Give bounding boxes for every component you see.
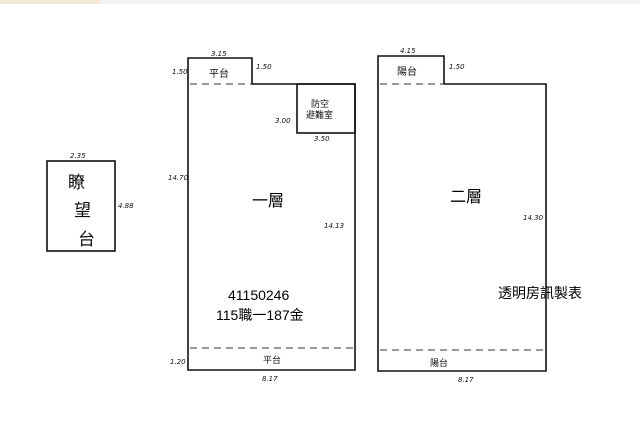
watchtower-outline <box>46 160 116 252</box>
floor-2-balcony-height-dim: 1.50 <box>449 63 465 71</box>
floor-2-outline <box>377 55 547 372</box>
watchtower-label-char-3: 台 <box>78 230 95 250</box>
case-number: 41150246 <box>228 287 289 303</box>
floor-1-platform-right-dim: 1.50 <box>256 63 272 71</box>
watchtower-label-char-2: 望 <box>74 201 91 221</box>
credit-text: 透明房訊製表 <box>498 285 582 301</box>
floor-1-platform-left-dim: 1.50 <box>172 68 188 76</box>
floor-1-bottom-height-dim: 1.20 <box>170 358 186 366</box>
floor-1-right-height-dim: 14.13 <box>324 222 344 230</box>
floor-2-balcony-top-label: 陽台 <box>397 65 417 78</box>
floor-2-bottom-width-dim: 8.17 <box>458 376 474 384</box>
floor-1-shelter-height-dim: 3.00 <box>275 117 291 125</box>
floor-1-shelter-room <box>296 83 356 134</box>
watchtower: 2.35 4.88 瞭 望 台 <box>46 152 134 252</box>
floor-1-shelter-label-1: 防空 <box>311 98 329 110</box>
floor-1-label: 一層 <box>252 191 284 210</box>
floor-2-balcony-width-dim: 4.15 <box>400 47 416 55</box>
floor-1-outline <box>187 57 356 371</box>
floor-1-bottom-width-dim: 8.17 <box>262 375 278 383</box>
watchtower-width-dim: 2.35 <box>70 152 86 160</box>
floor-2-label: 二層 <box>450 187 482 206</box>
floor-1-shelter-label-2: 避難室 <box>306 109 333 121</box>
watchtower-height-dim: 4.88 <box>118 202 134 210</box>
floor-1-plan: 平台 3.15 1.50 1.50 防空 避難室 3.00 3.50 14.70… <box>168 50 356 383</box>
top-bar <box>0 0 640 4</box>
floor-1-left-height-dim: 14.70 <box>168 174 189 182</box>
floor-2-right-height-dim: 14.30 <box>523 214 544 222</box>
floor-1-shelter-width-dim: 3.50 <box>314 135 330 143</box>
floor-1-platform-bottom-label: 平台 <box>263 354 281 366</box>
floor-2-plan: 陽台 4.15 1.50 二層 14.30 陽台 8.17 <box>377 47 547 384</box>
watchtower-label-char-1: 瞭 <box>68 173 85 193</box>
top-bar-accent <box>0 0 100 4</box>
floor-1-platform-top-label: 平台 <box>209 67 229 80</box>
floor-1-platform-width-dim: 3.15 <box>211 50 227 58</box>
floor-2-balcony-bottom-label: 陽台 <box>430 357 448 369</box>
case-code: 115職一187金 <box>216 307 304 323</box>
